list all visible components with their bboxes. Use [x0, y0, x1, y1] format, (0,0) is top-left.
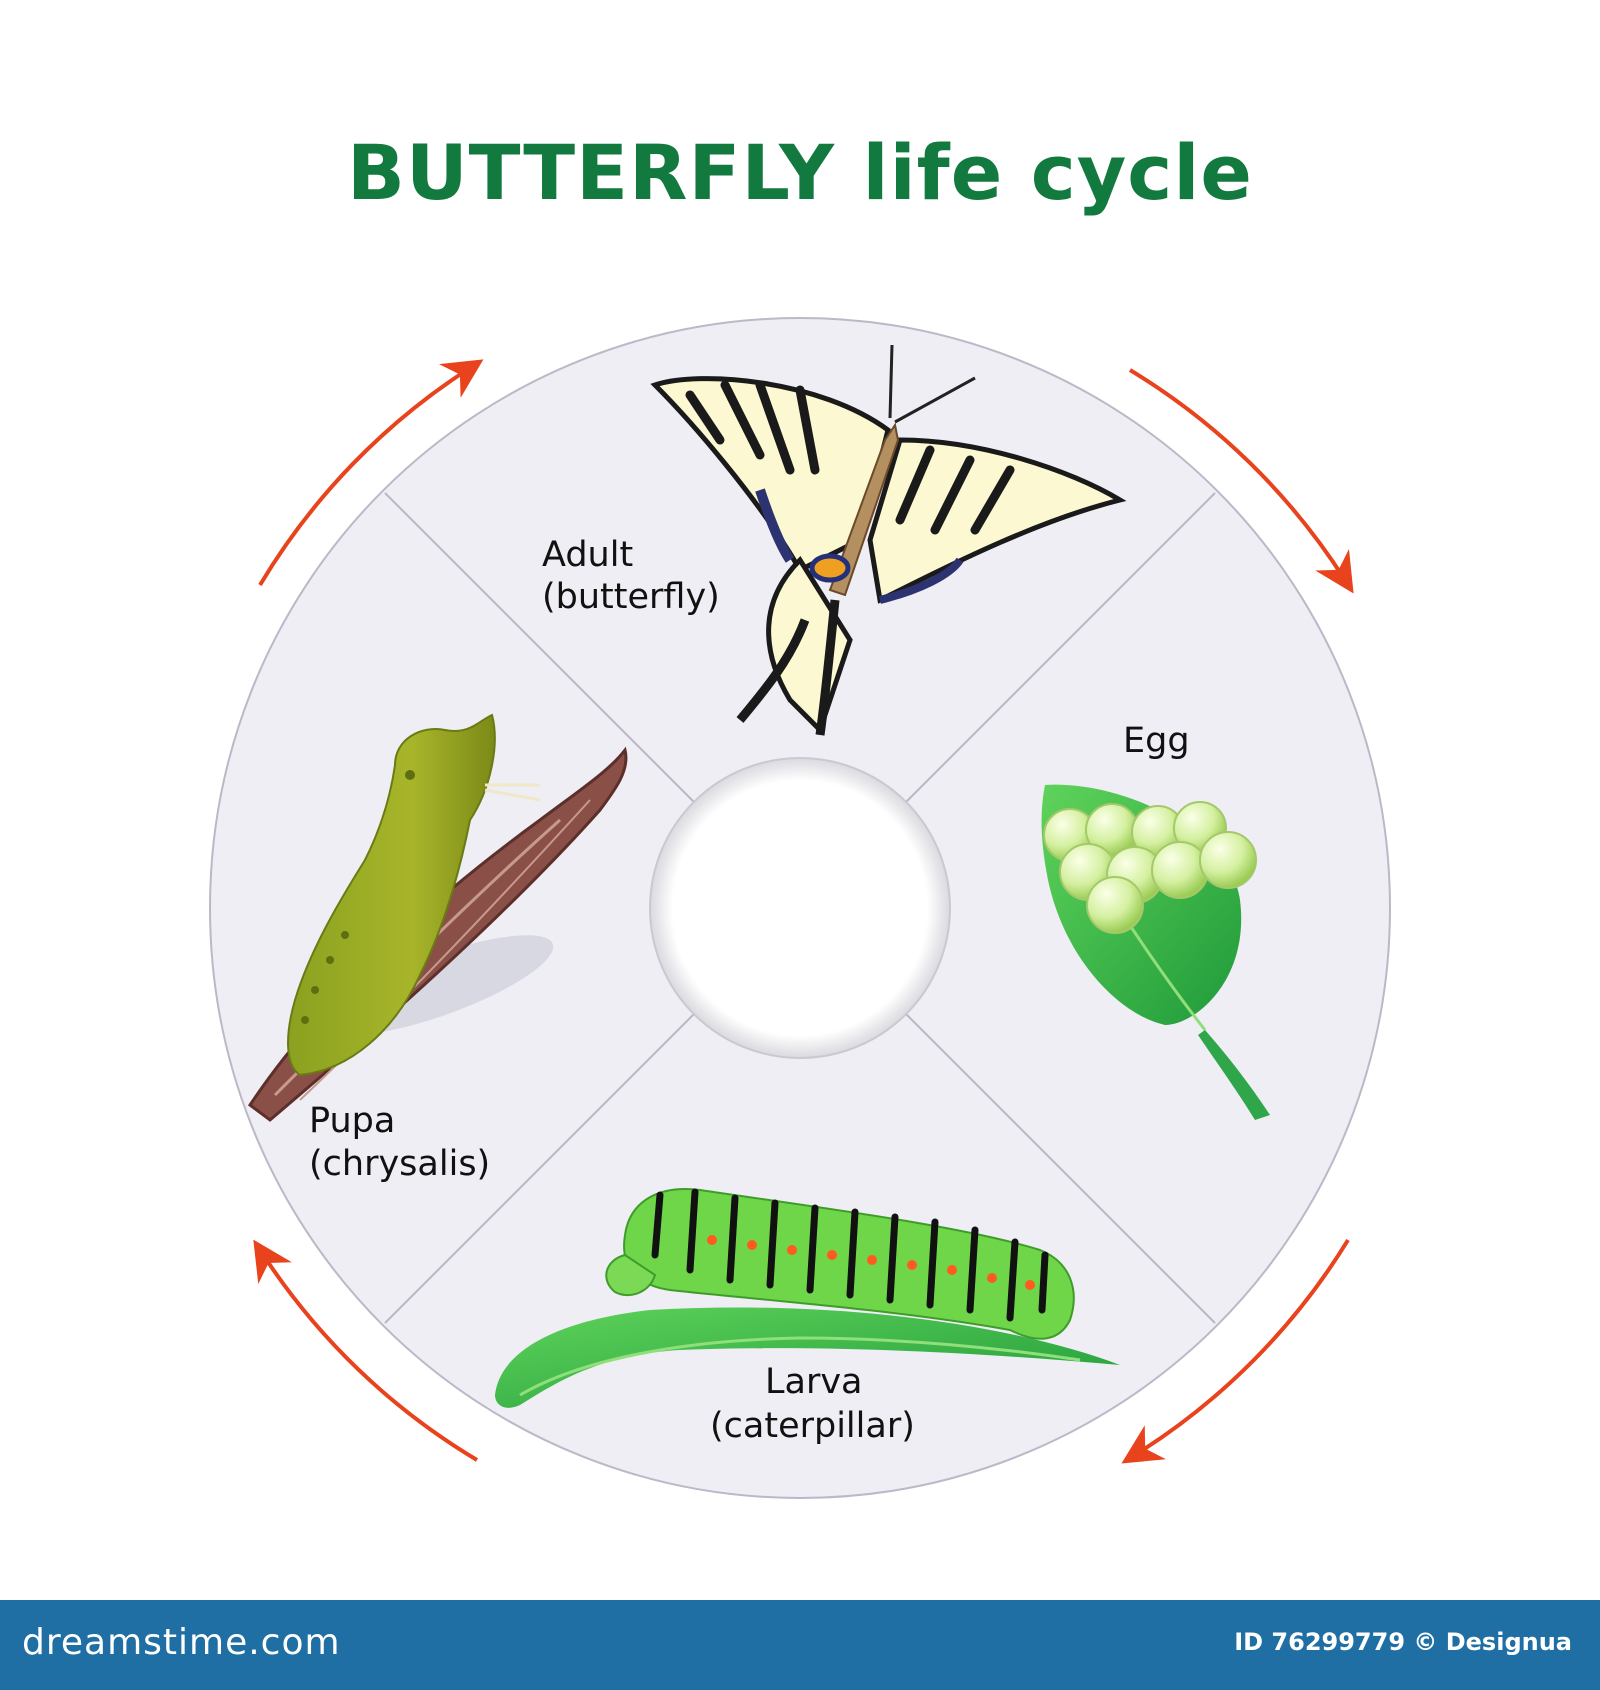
stage-label-adult-line2: (butterfly) — [542, 577, 720, 617]
cycle-arrows — [253, 359, 1354, 1464]
eggs-on-leaf-icon — [1041, 784, 1270, 1120]
center-hole — [649, 757, 951, 1059]
brand-watermark-text[interactable]: dreamstime.com — [22, 1622, 341, 1663]
caterpillar-icon — [495, 1188, 1120, 1408]
stage-label-pupa-line1: Pupa — [309, 1101, 395, 1141]
stage-label-pupa-line2: (chrysalis) — [309, 1144, 490, 1184]
arrow-pupa-to-adult — [258, 359, 484, 587]
arrow-larva-to-pupa — [253, 1239, 479, 1462]
stage-label-larva-line2: (caterpillar) — [710, 1406, 915, 1446]
butterfly-icon — [650, 344, 1127, 736]
life-cycle-diagram: Adult (butterfly) Egg — [209, 317, 1391, 1499]
diagram-title: BUTTERFLY life cycle — [347, 128, 1253, 217]
arrow-egg-to-larva — [1121, 1238, 1350, 1464]
arrow-adult-to-egg — [1128, 368, 1354, 594]
wheel-dividers — [384, 492, 1216, 1324]
footer-bar: dreamstime.com ID 76299779 © Designua — [0, 1600, 1600, 1690]
stage-label-egg: Egg — [1123, 721, 1190, 761]
stage-label-larva-line1: Larva — [765, 1362, 863, 1402]
chrysalis-icon — [247, 713, 628, 1122]
image-id-credit: ID 76299779 © Designua — [1234, 1628, 1572, 1656]
stage-label-adult-line1: Adult — [542, 535, 633, 575]
